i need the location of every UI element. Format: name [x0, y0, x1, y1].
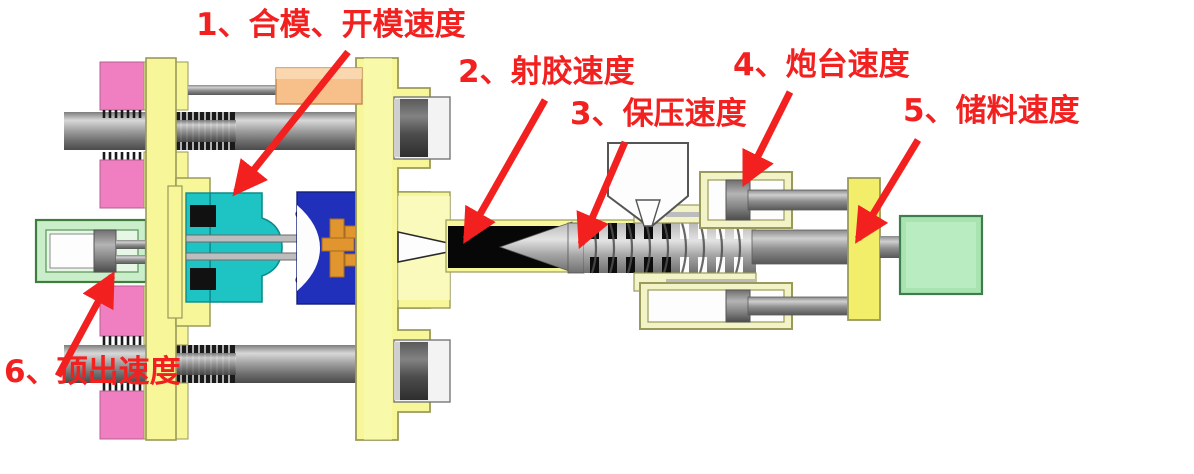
- annotation-label-6: 6、顶出速度: [4, 354, 181, 390]
- carriage-plate: [847, 177, 881, 321]
- annotation-label-3: 3、保压速度: [570, 96, 747, 132]
- tie-bar-upper: [64, 112, 364, 150]
- arrow-5: [855, 138, 921, 244]
- annotation-label-1: 1、合模、开模速度: [196, 7, 466, 43]
- tie-bar-nut-upper: [393, 96, 451, 160]
- carriage-cylinder-top: [699, 171, 881, 229]
- arrow-4: [741, 90, 794, 188]
- top-rod-and-cylinder: [188, 67, 363, 105]
- drive-motor-block: [880, 214, 984, 296]
- carriage-cylinder-bottom: [639, 282, 881, 330]
- arrow-6: [54, 271, 116, 378]
- hopper: [607, 142, 689, 227]
- arrow-1: [232, 49, 351, 197]
- mold-half-moving: [185, 192, 313, 303]
- arrow-3: [576, 140, 629, 250]
- mold-half-fixed: [296, 191, 360, 305]
- annotation-label-2: 2、射胶速度: [458, 54, 635, 90]
- annotation-label-5: 5、储料速度: [903, 93, 1080, 129]
- annotation-arrows: [54, 49, 921, 378]
- screw: [584, 222, 865, 274]
- annotation-label-4: 4、炮台速度: [733, 47, 910, 83]
- ejector-cylinder: [34, 218, 162, 284]
- arrow-2: [462, 98, 549, 244]
- tie-bar-nut-lower: [393, 339, 451, 403]
